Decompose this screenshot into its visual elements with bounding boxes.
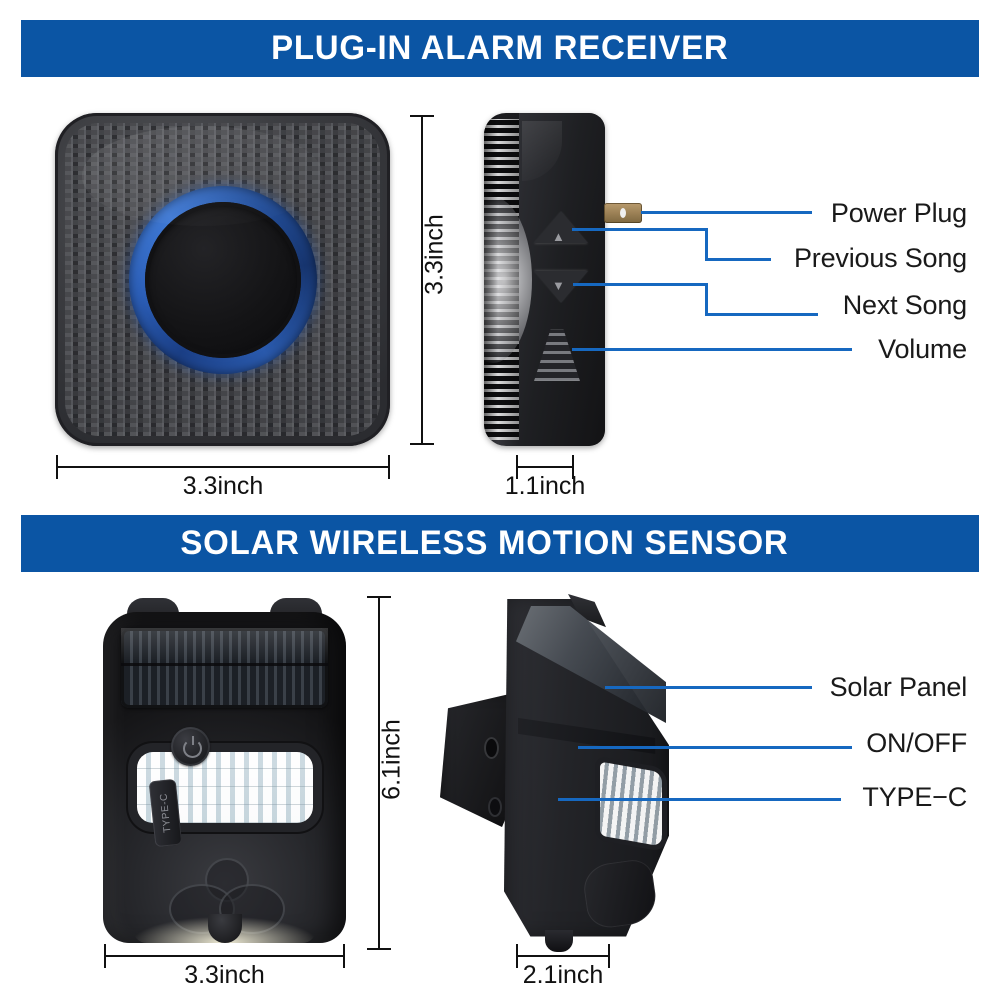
callout-line-previous-song-segment-1 (572, 228, 708, 231)
callout-label-previous-song: Previous Song (793, 243, 967, 273)
callout-line-next-song-segment-3 (705, 313, 818, 316)
receiver-side-view: ▲ ▼ (484, 113, 605, 446)
receiver-front-view (55, 113, 390, 446)
bracket-screw-hole-lower (488, 797, 502, 817)
callout-line-next-song-segment-2 (705, 283, 708, 316)
section-title-sensor: SOLAR WIRELESS MOTION SENSOR (180, 524, 789, 562)
type-c-port-label: TYPE-C (157, 792, 174, 834)
next-song-icon: ▼ (552, 278, 565, 293)
pir-lens-side (600, 761, 662, 847)
sensor-side-bottom-dome (545, 930, 573, 952)
callout-line-previous-song-segment-2 (705, 228, 708, 261)
sensor-height-dimension-label: 6.1inch (377, 719, 406, 800)
previous-song-button[interactable] (534, 211, 588, 243)
callout-label-type-c: TYPE−C (862, 782, 967, 812)
sensor-side-view (440, 592, 695, 947)
callout-line-volume (572, 348, 852, 351)
callout-label-power-plug: Power Plug (830, 198, 967, 228)
receiver-height-dimension-label: 3.3inch (420, 214, 449, 295)
receiver-width-dimension-rule (56, 455, 390, 479)
power-icon (183, 736, 202, 758)
sensor-height-dimension-rule (367, 596, 391, 950)
callout-line-on-off (578, 746, 852, 749)
receiver-width-dimension-label: 3.3inch (182, 472, 264, 500)
power-plug-prong (604, 203, 642, 223)
solar-panel-busbar (121, 663, 328, 667)
blue-led-ring (128, 185, 317, 374)
section-banner-sensor: SOLAR WIRELESS MOTION SENSOR (21, 515, 979, 572)
sensor-width-dimension-rule (104, 944, 345, 968)
section-title-receiver: PLUG-IN ALARM RECEIVER (271, 29, 729, 67)
sensor-depth-dimension-label: 2.1inch (522, 961, 604, 989)
callout-line-previous-song-segment-3 (705, 258, 771, 261)
next-song-button[interactable] (534, 271, 588, 303)
solar-panel-sheen (121, 628, 328, 662)
callout-line-power-plug (641, 211, 812, 214)
sensor-housing (103, 612, 346, 943)
receiver-depth-dimension-rule (516, 455, 574, 479)
callout-label-on-off: ON/OFF (866, 728, 967, 758)
previous-song-icon: ▲ (552, 229, 565, 244)
speaker-dome (144, 201, 301, 358)
on-off-power-button[interactable] (171, 727, 210, 766)
side-grille-shading (484, 113, 519, 446)
callout-line-next-song-segment-1 (573, 283, 708, 286)
receiver-depth-dimension-label: 1.1inch (504, 472, 586, 500)
bracket-screw-hole-upper (484, 737, 499, 759)
callout-label-volume: Volume (878, 334, 967, 364)
sensor-depth-dimension-rule (516, 944, 610, 968)
receiver-height-dimension-rule (410, 115, 434, 445)
section-banner-receiver: PLUG-IN ALARM RECEIVER (21, 20, 979, 77)
sensor-bottom-dome-button[interactable] (207, 914, 242, 943)
callout-line-solar-panel (605, 686, 812, 689)
callout-line-type-c (558, 798, 841, 801)
callout-label-next-song: Next Song (842, 290, 967, 320)
sensor-front-view (103, 598, 346, 943)
sensor-width-dimension-label: 3.3inch (184, 961, 265, 989)
solar-panel-front (121, 628, 328, 708)
callout-label-solar-panel: Solar Panel (829, 672, 968, 702)
